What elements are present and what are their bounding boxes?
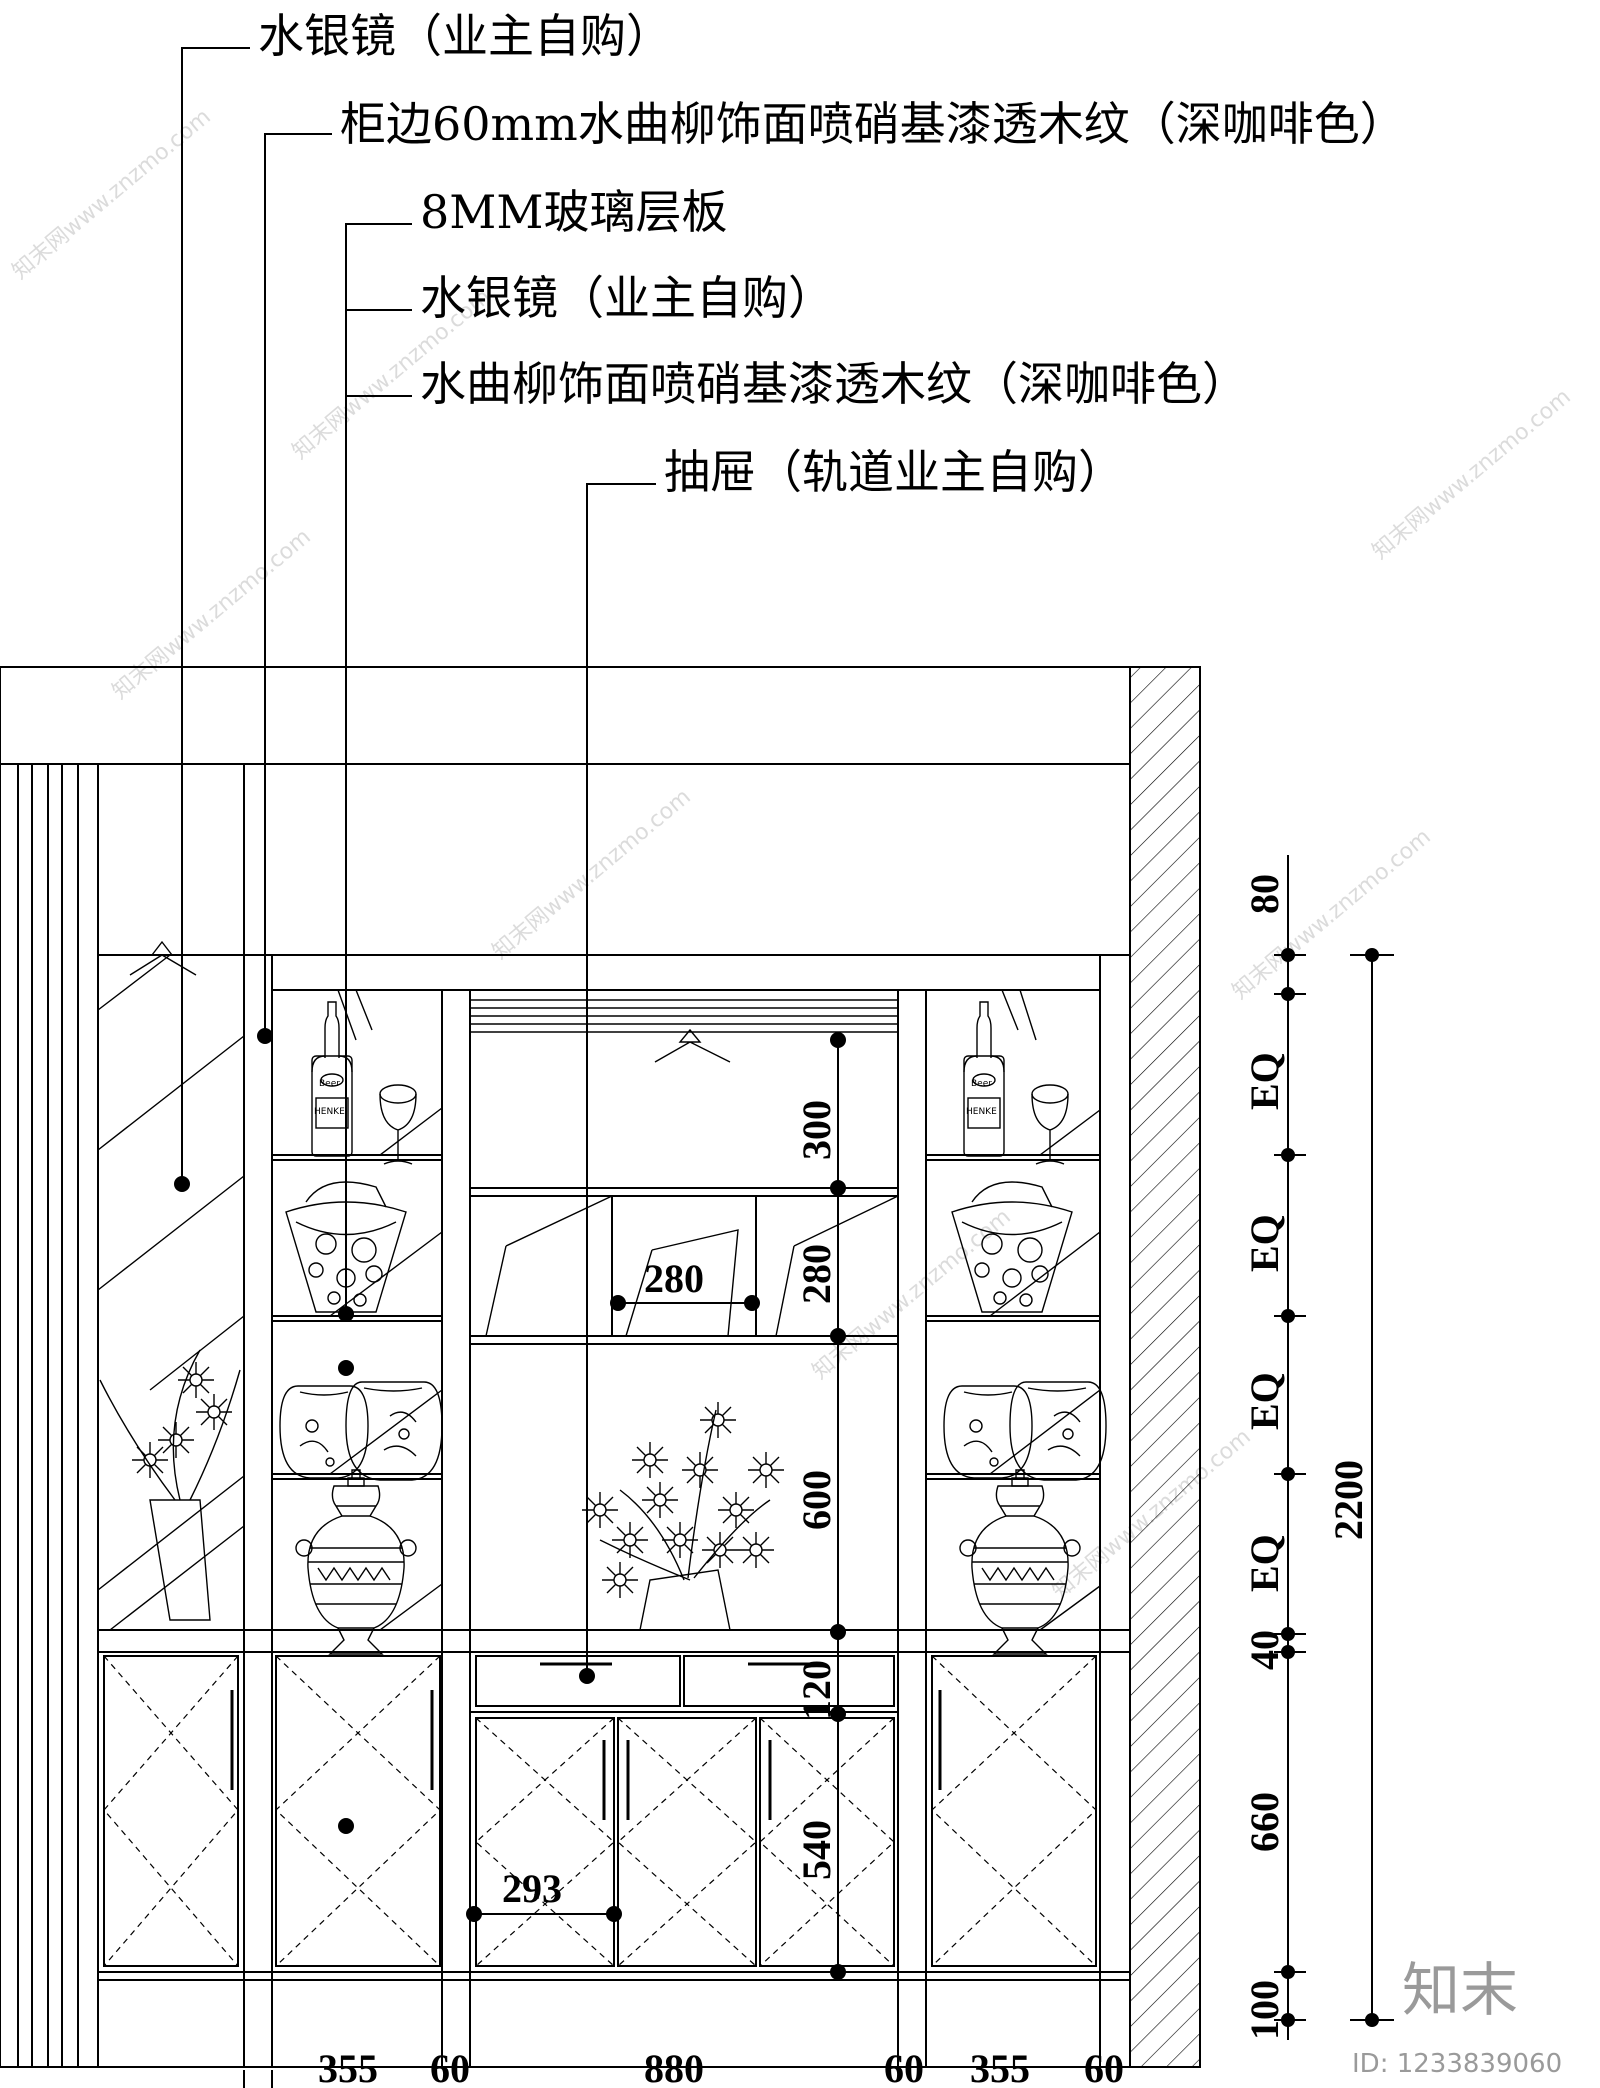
dim-tick [744,1295,760,1311]
dim-bottom-355-right: 355 [970,2046,1030,2088]
dim-660: 660 [1242,1792,1287,1852]
bottle-label: HENKE [966,1107,997,1117]
leader-dot [579,1668,595,1684]
dim-eq-4: EQ [1242,1534,1287,1592]
dim-tick [1281,987,1295,1001]
dim-80: 80 [1242,874,1287,914]
dim-tick [1365,948,1379,962]
dim-tick [1281,1965,1295,1979]
dim-tick [830,1328,846,1344]
bottle-cap-label: Beer [971,1079,992,1089]
watermark: 知末网www.znzmo.com [1368,384,1576,564]
dim-tick [1281,1309,1295,1323]
dim-bottom-60-c: 60 [1084,2046,1124,2088]
dim-bottom-880: 880 [644,2046,704,2088]
watermark-layer: 知末网www.znzmo.com 知末网www.znzmo.com 知末网www… [8,104,1576,1604]
dim-bottom-60-b: 60 [884,2046,924,2088]
brand-stamp: 知末 ID: 1233839060 [1352,1956,1562,2079]
dim-tick [830,1624,846,1640]
dim-280-vertical: 280 [794,1244,839,1304]
leader-lines [174,47,656,1834]
cabinet-structure [0,666,1201,2068]
dim-tick [1281,1645,1295,1659]
label-mirror-top: 水银镜（业主自购） [258,9,672,63]
dim-tick [1281,1627,1295,1641]
dim-tick [1281,2013,1295,2027]
dim-293: 293 [502,1866,562,1911]
watermark: 知末网www.znzmo.com [8,104,216,284]
bottom-dimensions: 355 60 880 60 355 60 [243,2046,1124,2088]
dim-tick [830,1180,846,1196]
dim-tick [606,1906,622,1922]
label-drawer: 抽屉（轨道业主自购） [664,445,1124,499]
leader-dot [338,1306,354,1322]
dim-100: 100 [1242,1980,1287,2040]
leader-dot [257,1028,273,1044]
right-dimensions: 80 EQ EQ EQ EQ 40 660 100 2200 [1242,855,1394,2040]
dim-tick [830,1964,846,1980]
dim-eq-1: EQ [1242,1052,1287,1110]
dim-eq-3: EQ [1242,1372,1287,1430]
dim-tick [1365,2013,1379,2027]
decor-right: Beer HENKE [943,1001,1107,1655]
label-mirror-inner: 水银镜（业主自购） [420,271,834,325]
dim-tick [830,1706,846,1722]
dim-40: 40 [1242,1630,1287,1670]
dim-2200: 2200 [1326,1460,1371,1540]
image-id: ID: 1233839060 [1352,2049,1562,2079]
dim-tick [830,1032,846,1048]
decor-left: Beer HENKE [99,1001,443,1655]
dim-eq-2: EQ [1242,1214,1287,1272]
dim-600: 600 [794,1470,839,1530]
label-glass-shelf: 8MM玻璃层板 [420,185,727,239]
dim-120: 120 [794,1660,839,1720]
decor-center-flowers [581,1401,785,1631]
wall-section [1129,666,1201,2068]
brand-logo-text: 知末 [1402,1956,1518,2024]
leader-dot [174,1176,190,1192]
dim-tick [1281,1148,1295,1162]
dim-bottom-355-left: 355 [318,2046,378,2088]
dim-tick [1281,948,1295,962]
label-cabinet-edge: 柜边60mm水曲柳饰面喷硝基漆透木纹（深咖啡色） [340,97,1406,151]
leader-dot [338,1360,354,1376]
dim-280-horizontal: 280 [644,1256,704,1301]
annotation-labels: 水银镜（业主自购） 柜边60mm水曲柳饰面喷硝基漆透木纹（深咖啡色） 8MM玻璃… [258,9,1406,499]
dim-tick [466,1906,482,1922]
dim-tick [1281,1467,1295,1481]
watermark: 知末网www.znzmo.com [108,524,316,704]
dim-300: 300 [794,1100,839,1160]
dim-bottom-60-a: 60 [430,2046,470,2088]
label-veneer: 水曲柳饰面喷硝基漆透木纹（深咖啡色） [420,357,1248,411]
dim-540: 540 [794,1820,839,1880]
bottle-cap-label: Beer [319,1079,340,1089]
bottle-label: HENKE [314,1107,345,1117]
leader-dot [338,1818,354,1834]
inner-dimensions: 300 280 600 120 540 280 293 [466,1032,846,1980]
dim-tick [610,1295,626,1311]
watermark: 知末网www.znzmo.com [488,784,696,964]
